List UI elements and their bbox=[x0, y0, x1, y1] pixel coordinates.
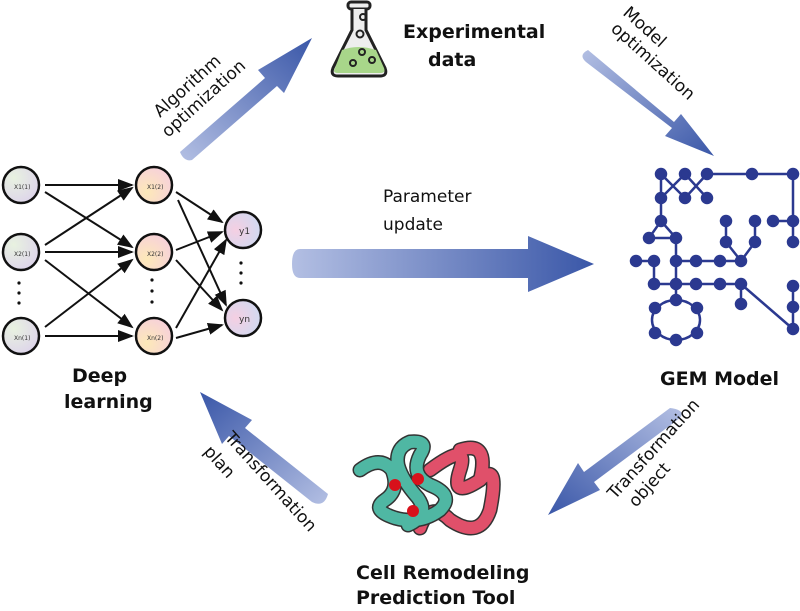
hidden-node-1 bbox=[134, 165, 174, 205]
model-optimization-arrow bbox=[582, 50, 714, 156]
output-node-1-label: y1 bbox=[239, 227, 250, 237]
input-node-1 bbox=[1, 165, 41, 205]
experimental-data-title-line1: Experimental bbox=[403, 21, 545, 43]
flask-icon bbox=[330, 0, 388, 78]
experimental-data-title-line2: data bbox=[428, 49, 476, 71]
input-node-n-label: Xn(1) bbox=[14, 335, 30, 342]
algorithm-optimization-arrow bbox=[180, 38, 312, 161]
input-node-2 bbox=[1, 232, 41, 272]
output-node-n bbox=[223, 298, 263, 338]
protein-structure-icon bbox=[352, 434, 501, 536]
gem-network-icon bbox=[629, 167, 800, 347]
cell-remodeling-title-line2: Prediction Tool bbox=[356, 587, 515, 609]
parameter-label-line2: update bbox=[383, 215, 443, 235]
hidden-node-n-label: Xn(2) bbox=[147, 335, 163, 342]
hidden-node-1-label: X1(2) bbox=[147, 184, 163, 191]
transformation-object-arrow bbox=[548, 408, 682, 515]
parameter-label-line1: Parameter bbox=[383, 187, 471, 207]
hidden-node-2 bbox=[134, 232, 174, 272]
parameter-update-arrow bbox=[292, 236, 594, 292]
input-node-2-label: X2(1) bbox=[14, 251, 30, 258]
neural-network: X1(1) X2(1) Xn(1) X1(2) X2(2) Xn(2) y1 y… bbox=[1, 165, 263, 356]
hidden-node-n bbox=[134, 316, 174, 356]
cell-remodeling-title-line1: Cell Remodeling bbox=[356, 562, 529, 584]
deep-learning-title-line1: Deep bbox=[72, 365, 127, 387]
ellipsis-dots bbox=[17, 261, 243, 305]
deep-learning-title-line2: learning bbox=[64, 391, 153, 413]
gem-model-title: GEM Model bbox=[660, 368, 779, 390]
input-node-n bbox=[1, 316, 41, 356]
output-node-1 bbox=[223, 210, 263, 250]
transformation-plan-arrow bbox=[200, 392, 328, 504]
hidden-node-2-label: X2(2) bbox=[147, 251, 163, 258]
output-node-n-label: yn bbox=[239, 315, 250, 325]
input-node-1-label: X1(1) bbox=[14, 184, 30, 191]
